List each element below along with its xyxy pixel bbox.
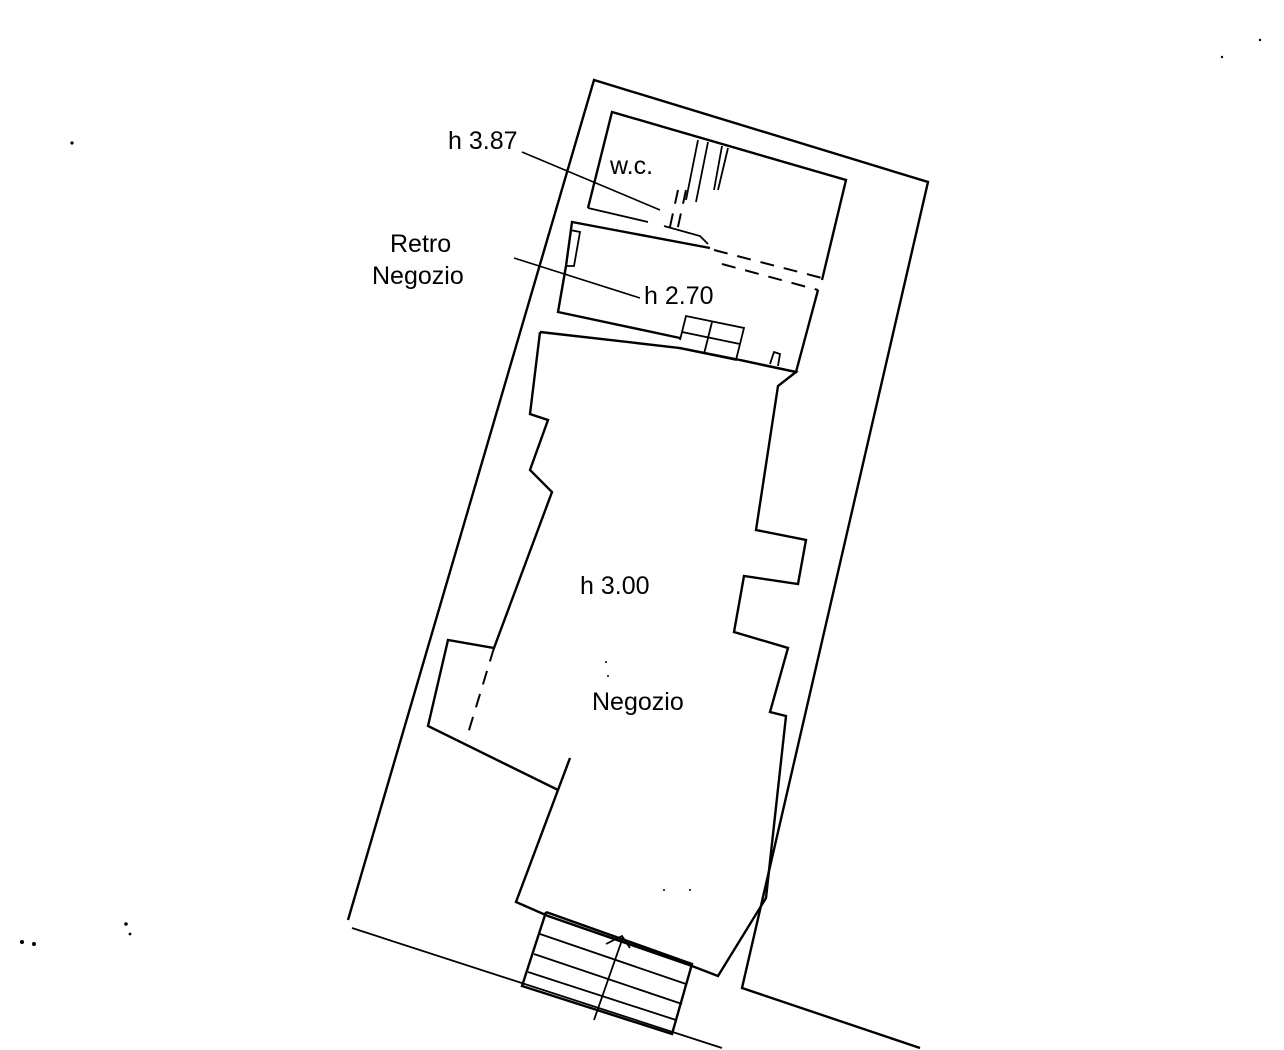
stair-arrow-head [605,934,631,949]
negozio-room [426,330,808,978]
wc-partition-c [717,147,729,191]
wc-height-label: h 3.87 [448,127,518,155]
retro-partition-dashed [713,249,823,279]
wc-height-leader [521,151,661,211]
retro-negozio-walls [556,265,681,340]
wc-partition-d [713,145,723,191]
speck [32,942,36,946]
wc-door-swing [675,189,687,237]
speck [128,932,132,936]
property-boundary [346,78,930,1050]
retro-negozio-label-line1: Retro [390,230,451,258]
street-line [351,927,723,1049]
passage-inner [681,331,741,345]
retro-height-leader [513,257,641,299]
speck [605,661,607,663]
retro-negozio-label-line2: Negozio [372,262,464,290]
retro-negozio-room [564,220,711,267]
wc-label: w.c. [609,152,653,180]
stair-direction-arrow [593,939,623,1021]
speck [70,141,74,145]
passage-step [769,350,782,367]
speck [1220,55,1224,59]
wc-bottom-wall [587,207,649,223]
retro-partition-dashed-2 [721,263,819,291]
wc-door-swing-2 [667,189,679,237]
entrance-stairs [520,910,694,1036]
speck [124,922,128,926]
shop-label: Negozio [592,688,684,716]
speck [689,889,691,891]
retro-left-jamb [566,229,582,267]
stair-step-1 [539,933,687,985]
side-room [447,639,495,649]
speck [607,675,609,677]
speck [20,940,24,944]
wc-partition-a [685,139,699,201]
wc-partition-b [695,141,709,203]
speck [1258,38,1262,42]
retro-height-label: h 2.70 [644,282,714,310]
side-room-door [465,647,495,741]
wc-bottom-wall-2 [663,225,709,245]
wc-room [586,110,848,281]
speck [663,889,665,891]
shop-height-label: h 3.00 [580,572,650,600]
